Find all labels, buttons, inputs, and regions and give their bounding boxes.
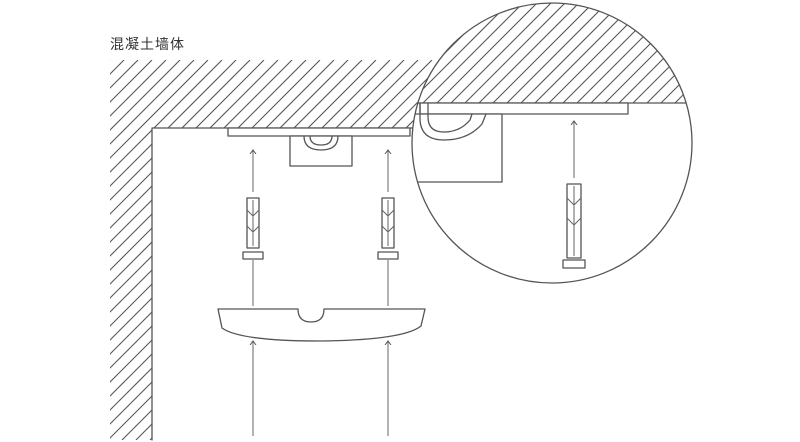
hatch-line	[110, 60, 349, 440]
hatch-line	[110, 60, 237, 440]
hatch-line	[671, 3, 692, 107]
hatch-line	[503, 3, 611, 107]
hatch-line	[110, 60, 279, 440]
hatch-line	[412, 3, 429, 107]
hatch-line	[110, 60, 139, 440]
hatch-line	[517, 3, 625, 107]
lamp-body	[217, 308, 426, 342]
anchor-right	[377, 197, 399, 260]
hatch-line	[110, 60, 153, 440]
detail-magnifier	[294, 0, 800, 284]
hatch-line	[110, 60, 321, 440]
hatch-line	[447, 3, 555, 107]
hatch-line	[110, 60, 265, 440]
hatch-line	[110, 60, 223, 440]
hatch-line	[110, 60, 111, 440]
hatch-line	[110, 60, 181, 440]
mounting-plate	[227, 127, 411, 167]
hatch-line	[475, 3, 583, 107]
hatch-line	[110, 60, 377, 440]
hatch-line	[110, 60, 405, 440]
hatch-line	[110, 60, 293, 440]
hatch-line	[412, 3, 415, 107]
hatch-line	[110, 60, 433, 440]
hatch-line	[489, 3, 597, 107]
assembly-arrows	[253, 150, 388, 436]
hatch-line	[433, 3, 541, 107]
hatch-line	[110, 60, 335, 440]
hatch-line	[685, 3, 692, 107]
anchor-left	[242, 197, 264, 260]
hatch-line	[110, 60, 167, 440]
hatch-line	[461, 3, 569, 107]
wall-inner-edge	[151, 127, 441, 441]
hatch-line	[700, 0, 800, 106]
wall-material-label: 混凝土墙体	[110, 37, 185, 53]
hatch-line	[294, 0, 400, 106]
hatch-line	[110, 60, 195, 440]
detail-anchor	[562, 183, 586, 269]
hatch-line	[110, 60, 125, 440]
hatch-line	[110, 60, 209, 440]
hatch-line	[110, 60, 391, 440]
hatch-line	[110, 60, 419, 440]
hatch-line	[110, 60, 251, 440]
hatch-line	[110, 60, 363, 440]
hatch-line	[643, 3, 692, 107]
hatch-line	[657, 3, 692, 107]
hatch-line	[714, 0, 800, 106]
hatch-line	[419, 3, 527, 107]
hatch-line	[110, 60, 307, 440]
